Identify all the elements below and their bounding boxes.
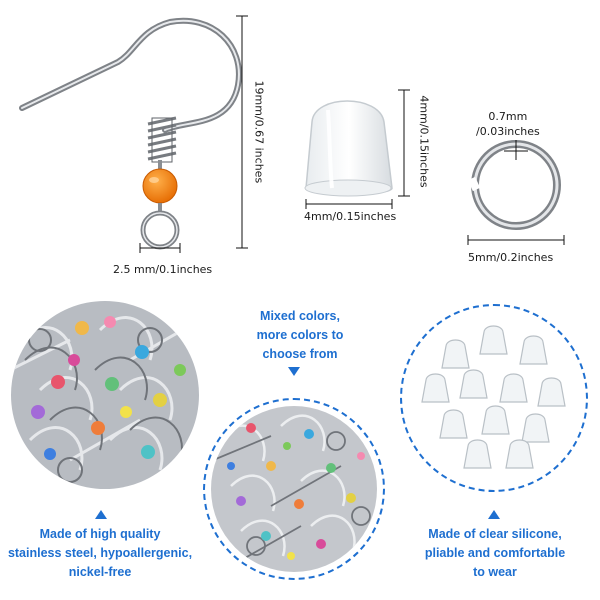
arrow-down-icon [288, 367, 300, 376]
stopper-height-label: 4mm/0.15inches [417, 95, 431, 188]
stoppers-photo [400, 304, 588, 492]
caption-middle: Mixed colors, more colors to choose from [256, 309, 344, 361]
hook-loop-label: 2.5 mm/0.1inches [113, 263, 213, 276]
hook-height-label: 19mm/0.67 inches [252, 80, 266, 184]
ring-wire-label: 0.7mm /0.03inches [476, 110, 540, 138]
caption-right: Made of clear silicone, pliable and comf… [424, 527, 566, 579]
mixed-hooks-photo [203, 398, 385, 580]
hook-illustration [19, 15, 565, 253]
arrow-up-icon [95, 510, 107, 519]
ring-diameter-label: 5mm/0.2inches [468, 251, 554, 264]
caption-left: Made of high quality stainless steel, hy… [7, 527, 193, 579]
hooks-pile-photo [11, 301, 199, 489]
stopper-width-label: 4mm/0.15inches [304, 210, 397, 223]
arrow-up-icon [488, 510, 500, 519]
